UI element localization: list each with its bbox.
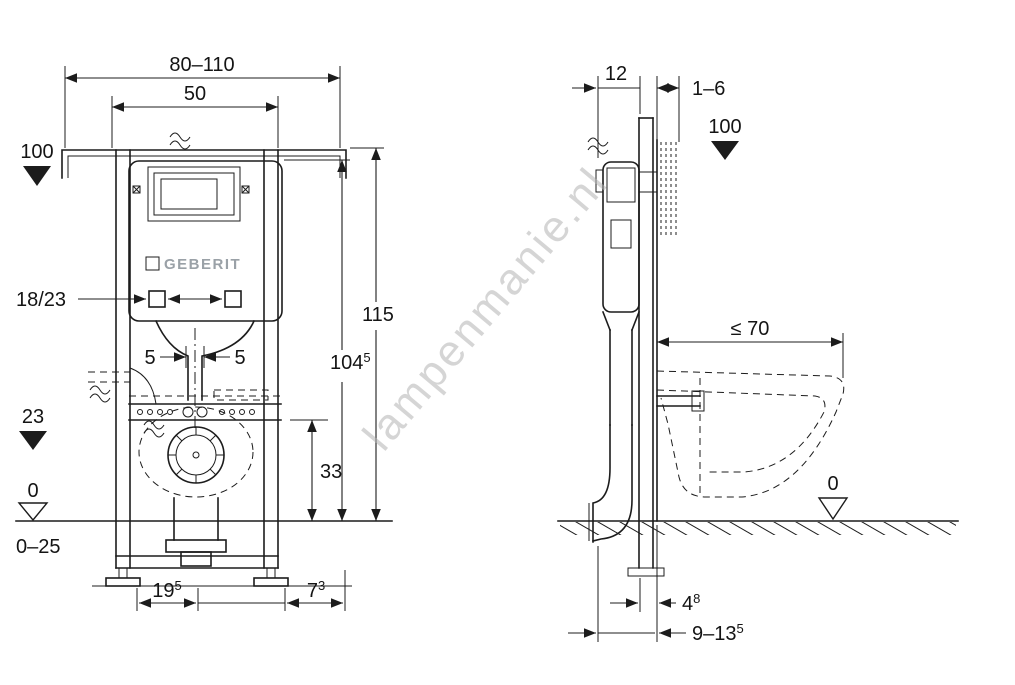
level-mark-inlet: 23 <box>19 406 165 450</box>
bowl-side-outline <box>656 370 845 498</box>
level-triangle-filled-icon <box>711 141 739 160</box>
frame-rails <box>115 149 279 569</box>
bolt-left-icon <box>132 185 141 194</box>
depth-max-label: ≤ 70 <box>731 318 770 340</box>
water-supply <box>88 367 157 405</box>
centre-adjust: 5 5 <box>144 328 246 430</box>
dim-width-range: 80–110 <box>64 54 341 148</box>
dim-bottom-left-label: 195 <box>152 578 181 602</box>
level-floor-label: 0 <box>27 480 38 502</box>
outlet-height-label: 33 <box>320 461 342 483</box>
wall-finish-strip <box>660 142 677 235</box>
dim-depth-max: ≤ 70 <box>657 318 844 378</box>
level-mark-floor-side: 0 <box>557 473 959 535</box>
level-triangle-filled-icon <box>19 431 47 450</box>
brand-logo-text: GEBERIT <box>164 256 241 273</box>
side-view: 12 1–6 100 <box>557 63 959 645</box>
bowl-outline <box>138 406 254 567</box>
inlet-pair-label: 18/23 <box>16 289 66 311</box>
level-triangle-open-icon <box>17 502 49 522</box>
dim-frame-height: 1045 <box>284 159 371 521</box>
cistern-front: GEBERIT <box>128 132 283 401</box>
adjust-right-label: 5 <box>234 347 245 369</box>
water-wave-icon <box>587 145 609 155</box>
dim-outlet-range: 9–135 <box>568 546 744 645</box>
brand-logo-box <box>145 256 160 271</box>
dim-front-gap: 48 <box>610 525 700 642</box>
dim-outlet-height: 33 <box>290 419 342 521</box>
water-wave-icon <box>143 428 165 438</box>
dim-bottom-right-label: 73 <box>307 578 325 602</box>
water-wave-icon <box>169 140 191 150</box>
frame-depth-label: 12 <box>605 63 627 85</box>
leg-range-label: 0–25 <box>16 536 61 558</box>
level-floor-side-label: 0 <box>827 473 838 495</box>
inlet-connections: 18/23 <box>16 289 242 311</box>
level-triangle-open-icon <box>817 497 849 521</box>
level-inlet-label: 23 <box>22 406 44 428</box>
dim-bottom-front: 195 73 <box>136 570 346 611</box>
level-plate-label: 100 <box>708 116 741 138</box>
dim-width-inner: 50 <box>111 83 279 148</box>
level-triangle-filled-icon <box>23 166 51 186</box>
level-mark-floor: 0 0–25 <box>15 480 393 558</box>
dim-finish-range: 1–6 <box>656 76 725 142</box>
level-mark-top: 100 <box>20 141 54 186</box>
frame-height-label: 1045 <box>330 350 371 374</box>
level-top-label: 100 <box>20 141 53 163</box>
outlet-range-label: 9–135 <box>692 621 744 645</box>
dim-width-inner-label: 50 <box>184 83 206 105</box>
wall-bracket-bar <box>61 149 347 179</box>
total-height-label: 115 <box>362 304 394 326</box>
front-gap-label: 48 <box>682 591 700 615</box>
finish-range-label: 1–6 <box>692 78 725 100</box>
water-wave-icon <box>89 393 111 403</box>
mounting-bar <box>128 389 282 421</box>
front-view: 80–110 50 100 <box>15 54 394 611</box>
dim-frame-depth: 12 <box>572 63 641 158</box>
cistern-side <box>587 137 658 426</box>
adjust-left-label: 5 <box>144 347 155 369</box>
frame-profile <box>627 117 665 577</box>
flange-ticks <box>168 427 224 483</box>
adjustable-feet <box>92 568 352 587</box>
bolt-right-icon <box>241 185 250 194</box>
dim-width-range-label: 80–110 <box>169 54 234 76</box>
level-mark-plate: 100 <box>708 116 742 160</box>
floor-hatch <box>560 522 956 535</box>
dim-total-height: 115 <box>350 147 394 521</box>
